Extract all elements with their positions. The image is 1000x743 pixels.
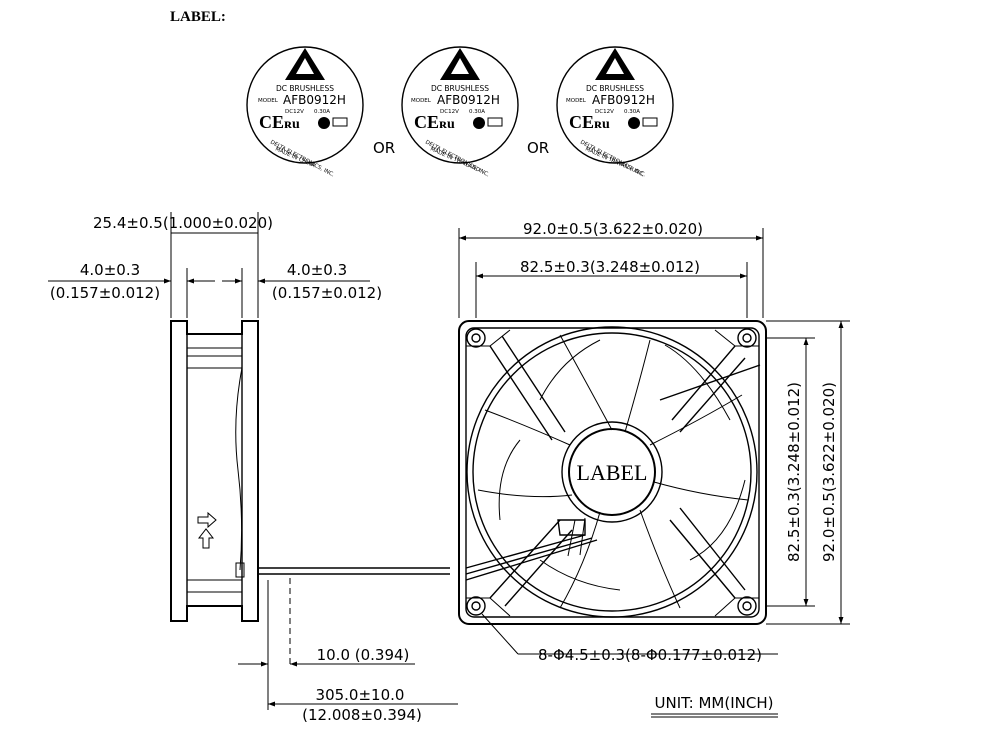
svg-text:AFB0912H: AFB0912H: [592, 93, 655, 107]
dim-width-overall: 92.0±0.5(3.622±0.020): [523, 220, 703, 238]
svg-text:MODEL: MODEL: [411, 98, 432, 104]
svg-text:DC BRUSHLESS: DC BRUSHLESS: [586, 84, 644, 93]
mounting-hole-bl: [466, 596, 486, 616]
svg-text:AFB0912H: AFB0912H: [437, 93, 500, 107]
ul-mark-icon: ʀu: [594, 117, 610, 132]
dim-hole-pitch-v: 82.5±0.3(3.248±0.012): [785, 382, 803, 562]
svg-text:DC12V: DC12V: [595, 109, 614, 115]
svg-text:AFB0912H: AFB0912H: [283, 93, 346, 107]
label-variant-3: DC BRUSHLESS MODEL AFB0912H CE DC12V 0.3…: [556, 46, 674, 179]
tuv-mark-icon: [318, 117, 330, 129]
dim-flange-left-mm: 4.0±0.3: [80, 261, 140, 279]
ce-mark-icon: CE: [569, 112, 594, 132]
tuv-mark-icon: [473, 117, 485, 129]
front-view: 92.0±0.5(3.622±0.020) 82.5±0.3(3.248±0.0…: [458, 220, 850, 718]
or-text-1: OR: [373, 139, 395, 157]
unit-note: UNIT: MM(INCH): [655, 694, 774, 712]
dim-flange-left-in: (0.157±0.012): [50, 284, 160, 302]
airflow-arrow-icon: [197, 511, 217, 529]
dim-hole-pitch-h: 82.5±0.3(3.248±0.012): [520, 258, 700, 276]
ce-mark-icon: CE: [259, 112, 284, 132]
mounting-hole-tr: [737, 328, 757, 348]
svg-text:MODEL: MODEL: [566, 98, 587, 104]
svg-text:MODEL: MODEL: [258, 98, 279, 104]
ul-mark-icon: ʀu: [284, 117, 300, 132]
dim-strip: 10.0 (0.394): [317, 646, 410, 664]
mounting-hole-tl: [466, 328, 486, 348]
svg-text:0.30A: 0.30A: [314, 109, 330, 115]
dim-height-overall: 92.0±0.5(3.622±0.020): [820, 382, 838, 562]
svg-text:DC BRUSHLESS: DC BRUSHLESS: [431, 84, 489, 93]
ce-mark-icon: CE: [414, 112, 439, 132]
dim-holes: 8-Φ4.5±0.3(8-Φ0.177±0.012): [538, 646, 762, 664]
mounting-hole-br: [737, 596, 757, 616]
hub-label: LABEL: [577, 460, 648, 485]
dim-flange-right-mm: 4.0±0.3: [287, 261, 347, 279]
label-variant-1: DC BRUSHLESS MODEL AFB0912H CE DC12V 0.3…: [246, 46, 364, 179]
dim-lead-in: (12.008±0.394): [302, 706, 422, 724]
svg-text:MADE IN THAILAND: MADE IN THAILAND: [429, 146, 480, 173]
tuv-mark-icon: [628, 117, 640, 129]
svg-text:DC12V: DC12V: [285, 109, 304, 115]
label-heading: LABEL:: [170, 9, 226, 25]
dim-flange-right-in: (0.157±0.012): [272, 284, 382, 302]
svg-text:DC BRUSHLESS: DC BRUSHLESS: [276, 84, 334, 93]
ul-mark-icon: ʀu: [439, 117, 455, 132]
dim-thickness: 25.4±0.5(1.000±0.020): [93, 214, 273, 232]
label-variant-2: DC BRUSHLESS MODEL AFB0912H CE DC12V 0.3…: [401, 46, 519, 179]
svg-text:0.30A: 0.30A: [624, 109, 640, 115]
svg-text:MADE IN TAIWAN R.O.C.: MADE IN TAIWAN R.O.C.: [584, 146, 646, 178]
svg-text:0.30A: 0.30A: [469, 109, 485, 115]
side-view: 25.4±0.5(1.000±0.020) 4.0±0.3 (0.157±0.0…: [48, 212, 458, 724]
dim-lead-mm: 305.0±10.0: [316, 686, 405, 704]
rotation-arrow-icon: [197, 528, 215, 549]
or-text-2: OR: [527, 139, 549, 157]
svg-text:DC12V: DC12V: [440, 109, 459, 115]
